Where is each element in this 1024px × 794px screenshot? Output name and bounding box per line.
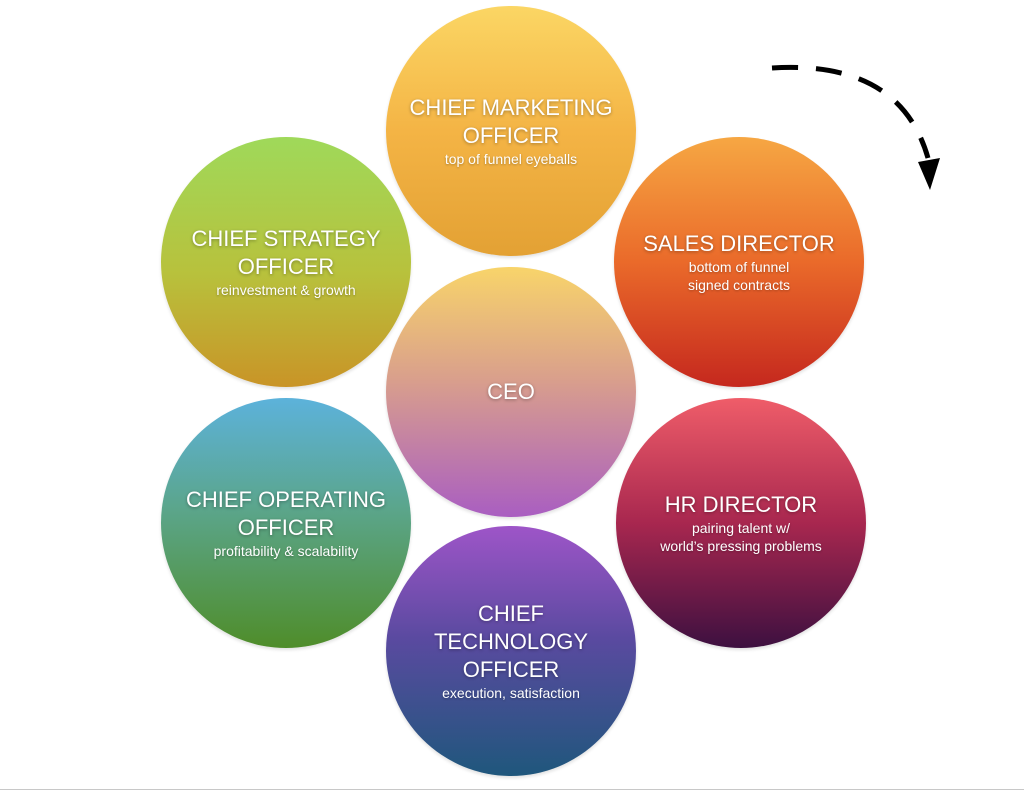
node-title: CHIEF OPERATING OFFICER xyxy=(185,487,387,540)
node-title: CEO xyxy=(487,379,535,404)
node-title: CHIEF TECHNOLOGY OFFICER xyxy=(433,601,589,682)
dashed-curved-arrow-clockwise-icon xyxy=(771,64,940,190)
node-subtitle: top of funnel eyeballs xyxy=(444,151,578,167)
node-subtitle: pairing talent w/ world’s pressing probl… xyxy=(660,520,822,554)
node-title: CHIEF STRATEGY OFFICER xyxy=(191,226,381,279)
node-subtitle: profitability & scalability xyxy=(213,543,359,559)
node-chief-operating-officer: CHIEF OPERATING OFFICER profitability & … xyxy=(161,398,411,648)
arrow-dashed-path xyxy=(771,64,931,159)
node-title: HR DIRECTOR xyxy=(664,492,818,517)
node-chief-marketing-officer: CHIEF MARKETING OFFICER top of funnel ey… xyxy=(386,6,636,256)
node-chief-technology-officer: CHIEF TECHNOLOGY OFFICER execution, sati… xyxy=(386,526,636,776)
node-title: CHIEF MARKETING OFFICER xyxy=(409,95,613,148)
node-subtitle: execution, satisfaction xyxy=(442,685,580,701)
node-ceo: CEO xyxy=(386,267,636,517)
arrow-head xyxy=(918,158,940,190)
node-subtitle: reinvestment & growth xyxy=(216,282,356,298)
node-chief-strategy-officer: CHIEF STRATEGY OFFICER reinvestment & gr… xyxy=(161,137,411,387)
node-title: SALES DIRECTOR xyxy=(643,231,835,256)
node-subtitle: bottom of funnel signed contracts xyxy=(688,259,790,293)
node-hr-director: HR DIRECTOR pairing talent w/ world’s pr… xyxy=(616,398,866,648)
node-sales-director: SALES DIRECTOR bottom of funnel signed c… xyxy=(614,137,864,387)
slide-bottom-border xyxy=(0,789,1024,790)
